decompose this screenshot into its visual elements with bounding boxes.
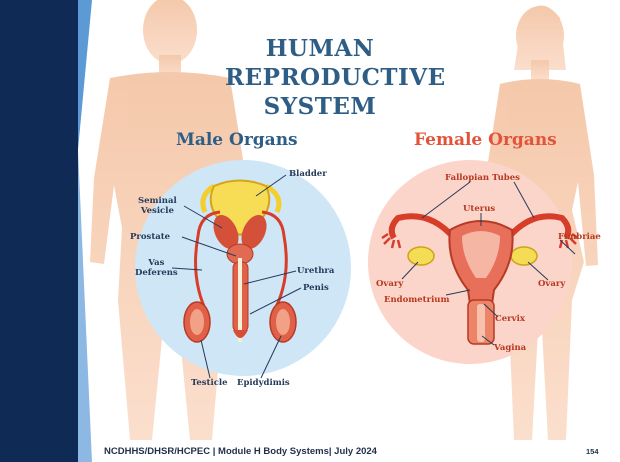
- page-number: 154: [586, 447, 599, 456]
- sidebar-dark-bar: [0, 0, 78, 462]
- slide-title: HUMAN REPRODUCTIVE SYSTEM: [225, 34, 415, 121]
- label-ovary-right: Ovary: [538, 279, 565, 289]
- label-epidydimis: Epidydimis: [237, 378, 290, 388]
- female-organs-heading: Female Organs: [414, 130, 557, 150]
- label-testicle: Testicle: [191, 378, 228, 388]
- title-line-1: HUMAN: [225, 34, 415, 63]
- label-ovary-left: Ovary: [376, 279, 403, 289]
- sidebar-accent-bottom: [78, 150, 92, 462]
- title-line-2: REPRODUCTIVE: [225, 63, 415, 92]
- label-prostate: Prostate: [130, 232, 170, 242]
- label-bladder: Bladder: [289, 169, 327, 179]
- label-urethra: Urethra: [297, 266, 334, 276]
- label-vas-deferens: Vas Deferens: [135, 258, 178, 278]
- label-fallopian-tubes: Fallopian Tubes: [445, 173, 520, 183]
- male-organs-heading: Male Organs: [176, 130, 298, 150]
- title-line-3: SYSTEM: [225, 92, 415, 121]
- label-fimbriae: Fimbriae: [558, 232, 601, 242]
- label-vagina: Vagina: [494, 343, 526, 353]
- label-uterus: Uterus: [463, 204, 495, 214]
- label-cervix: Cervix: [495, 314, 525, 324]
- footer-text: NCDHHS/DHSR/HCPEC | Module H Body System…: [104, 446, 377, 457]
- label-penis: Penis: [303, 283, 329, 293]
- label-endometrium: Endometrium: [384, 295, 449, 305]
- label-seminal-vesicle: Seminal Vesicle: [138, 196, 177, 216]
- sidebar-accent-top: [78, 0, 92, 150]
